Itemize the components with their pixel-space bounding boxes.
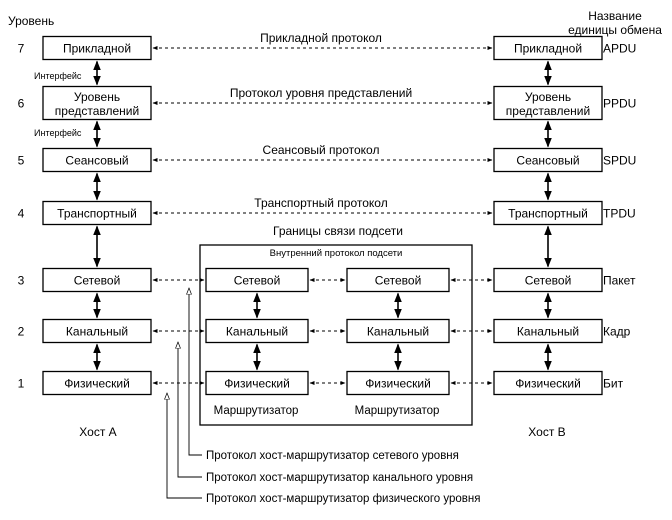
level-6-number: 6: [18, 97, 25, 111]
link-bracket-line: [178, 342, 202, 478]
host-a-level-2-box: [42, 318, 152, 344]
host-a-level-7-label: Прикладной: [63, 42, 131, 56]
host-b-level-1-label: Физический: [515, 377, 581, 391]
level-7-protocol-label: Прикладной протокол: [260, 31, 382, 45]
host-b-level-5-label: Сеансовый: [516, 154, 579, 168]
host-a-level-3-box: [42, 267, 152, 293]
host-b-level-2-box: [493, 318, 603, 344]
host-router-physical-protocol: Протокол хост-маршрутизатор физического …: [206, 493, 481, 505]
host-b-label: Хост В: [528, 425, 565, 439]
router-1-layer-1-box: [205, 370, 309, 396]
router-2-label: Маршрутизатор: [355, 405, 440, 417]
level-2-unit: Кадр: [603, 325, 631, 339]
host-a-label: Хост А: [79, 425, 116, 439]
level-5-unit: SPDU: [603, 154, 636, 168]
host-a-level-6-box: [42, 85, 152, 121]
level-column-title: Уровень: [8, 14, 54, 28]
host-a-level-5-label: Сеансовый: [65, 154, 128, 168]
level-6-unit: PPDU: [603, 97, 636, 111]
router-1-label: Маршрутизатор: [214, 405, 299, 417]
physical-bracket-line: [167, 393, 202, 499]
host-router-link-protocol: Протокол хост-маршрутизатор канального у…: [206, 472, 473, 484]
host-a-level-6-label-line1: Уровень: [74, 90, 120, 104]
level-3-number: 3: [18, 274, 25, 288]
level-1-number: 1: [18, 377, 25, 391]
router-2-layer-3-label: Сетевой: [375, 274, 422, 288]
router-2-layer-1-box: [346, 370, 450, 396]
level-5-protocol-label: Сеансовый протокол: [263, 143, 380, 157]
host-a-level-2-label: Канальный: [66, 325, 128, 339]
router-1-layer-2-box: [205, 318, 309, 344]
router-1-layer-2-label: Канальный: [226, 325, 288, 339]
host-a-level-4-box: [42, 200, 152, 226]
router-2-layer-1-label: Физический: [365, 377, 431, 391]
host-b-level-3-label: Сетевой: [525, 274, 572, 288]
host-b-level-2-label: Канальный: [517, 325, 579, 339]
level-4-protocol-label: Транспортный протокол: [254, 196, 387, 210]
level-5-number: 5: [18, 154, 25, 168]
level-4-unit: TPDU: [603, 207, 636, 221]
host-a-level-4-label: Транспортный: [57, 207, 137, 221]
host-b-level-6-label-line2: представлений: [506, 104, 590, 118]
level-4-number: 4: [18, 207, 25, 221]
host-a-level-5-box: [42, 147, 152, 173]
host-b-level-3-box: [493, 267, 603, 293]
host-b-level-7-box: [493, 35, 603, 61]
level-7-number: 7: [18, 42, 25, 56]
unit-column-title-line2: единицы обмена: [568, 23, 662, 37]
host-a-level-3-label: Сетевой: [74, 274, 121, 288]
router-2-layer-2-box: [346, 318, 450, 344]
interface-label-6-5: Интерфейс: [34, 128, 82, 138]
level-7-unit: APDU: [603, 42, 636, 56]
level-1-unit: Бит: [603, 377, 624, 391]
host-b-level-4-box: [493, 200, 603, 226]
host-b-level-4-label: Транспортный: [508, 207, 588, 221]
level-3-unit: Пакет: [603, 274, 636, 288]
host-b-level-6-box: [493, 85, 603, 121]
router-1-layer-3-label: Сетевой: [234, 274, 281, 288]
subnet-boundary-label: Границы связи подсети: [273, 224, 403, 238]
router-2-layer-2-label: Канальный: [367, 325, 429, 339]
host-b-level-1-box: [493, 370, 603, 396]
router-1-layer-3-box: [205, 267, 309, 293]
host-a-level-1-box: [42, 370, 152, 396]
network-bracket-line: [189, 288, 202, 456]
level-6-protocol-label: Протокол уровня представлений: [230, 86, 412, 100]
host-b-level-6-label-line1: Уровень: [525, 90, 571, 104]
unit-column-title-line1: Название: [588, 9, 642, 23]
inner-protocol-label: Внутренний протокол подсети: [270, 248, 403, 259]
host-a-level-7-box: [42, 35, 152, 61]
host-b-level-7-label: Прикладной: [514, 42, 582, 56]
host-a-level-6-label-line2: представлений: [55, 104, 139, 118]
router-1-layer-1-label: Физический: [224, 377, 290, 391]
generated-layer: 7 Прикладной Прикладной APDU Прикладной прот…: [18, 31, 636, 396]
host-a-level-1-label: Физический: [64, 377, 130, 391]
router-2-layer-3-box: [346, 267, 450, 293]
interface-label-7-6: Интерфейс: [34, 71, 82, 81]
host-b-level-5-box: [493, 147, 603, 173]
level-2-number: 2: [18, 325, 25, 339]
host-router-network-protocol: Протокол хост-маршрутизатор сетевого уро…: [206, 450, 459, 462]
